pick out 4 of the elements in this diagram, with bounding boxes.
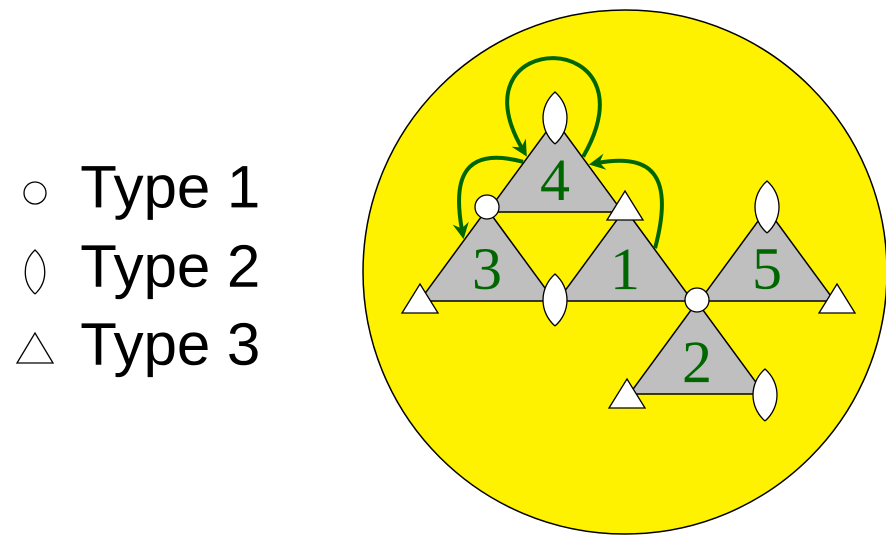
legend-label: Type 2 [82,244,258,300]
legend-label: Type 3 [82,322,258,378]
legend-label: Type 1 [82,166,258,220]
curved-arrow [505,56,602,158]
